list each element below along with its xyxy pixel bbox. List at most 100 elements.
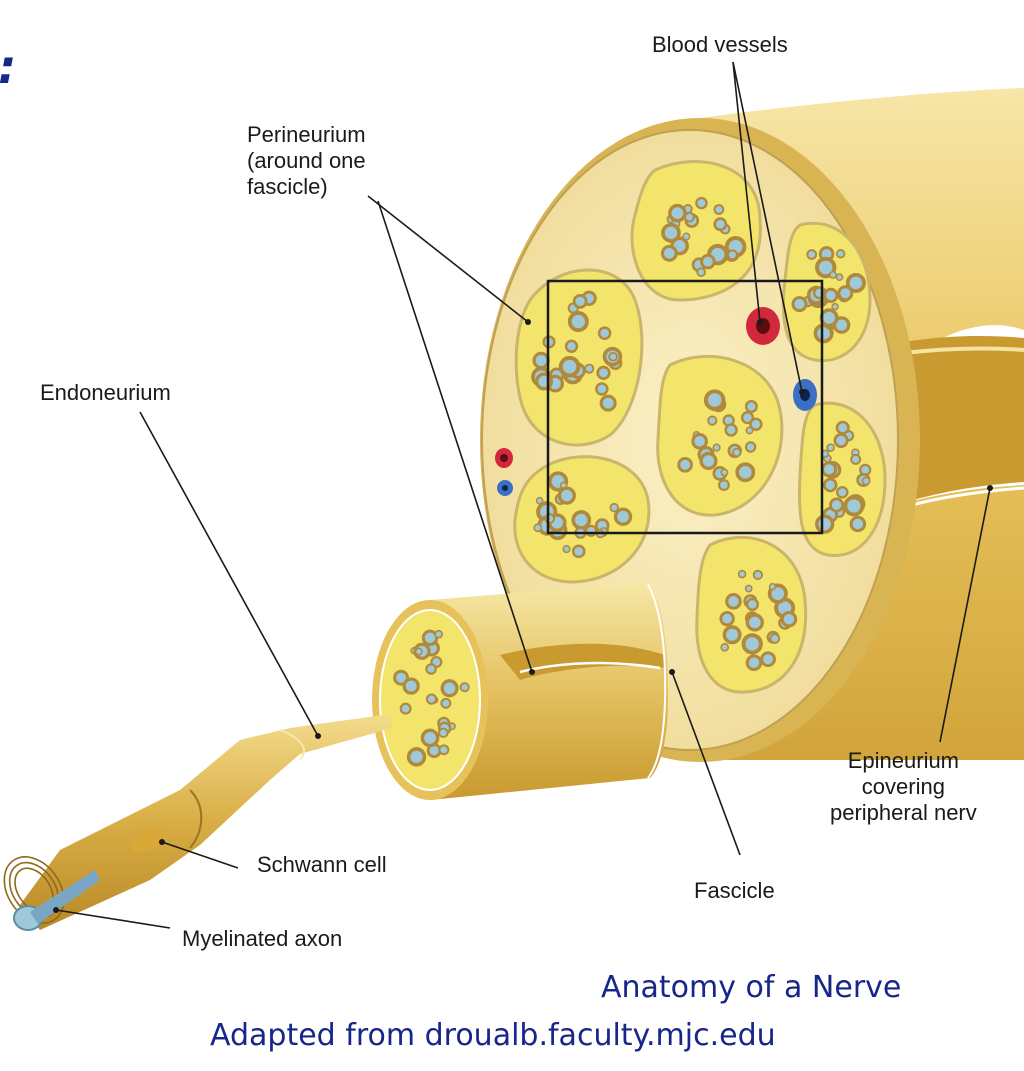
axon-dot xyxy=(566,341,577,352)
axon-dot xyxy=(746,442,755,451)
axon-dot xyxy=(744,635,761,652)
label-myelinated-axon: Myelinated axon xyxy=(182,926,342,952)
axon-dot xyxy=(823,463,836,476)
label-epineurium: Epineurium covering peripheral nerv xyxy=(830,748,977,826)
caption-title: Anatomy of a Nerve xyxy=(601,970,901,1005)
axon-dot xyxy=(561,358,579,376)
axon-dot xyxy=(825,289,837,301)
axon-dot xyxy=(461,683,469,691)
axon-dot xyxy=(697,268,705,276)
axon-dot xyxy=(747,599,758,610)
axon-dot xyxy=(696,198,706,208)
axon-dot xyxy=(609,353,617,361)
axon-dot xyxy=(747,615,762,630)
axon-dot xyxy=(422,730,437,745)
label-perineurium: Perineurium (around one fascicle) xyxy=(247,122,366,200)
axon-dot xyxy=(559,488,574,503)
axon-dot xyxy=(754,571,762,579)
axon-dot xyxy=(585,365,593,373)
axon-dot xyxy=(679,458,692,471)
axon-dot xyxy=(837,422,848,433)
axon-dot xyxy=(663,225,679,241)
axon-dot xyxy=(685,213,694,222)
axon-dot xyxy=(574,295,586,307)
axon-dot xyxy=(586,526,596,536)
axon-dot xyxy=(401,704,411,714)
axon-dot xyxy=(409,749,425,765)
axon-dot xyxy=(747,656,761,670)
caption-source: Adapted from droualb.faculty.mjc.edu xyxy=(210,1018,776,1053)
label-endoneurium: Endoneurium xyxy=(40,380,171,406)
axon-dot xyxy=(824,479,836,491)
axon-dot xyxy=(693,434,707,448)
axon-dot xyxy=(616,509,631,524)
axon-dot xyxy=(746,585,752,591)
axon-dot xyxy=(837,487,847,497)
axon-dot xyxy=(570,313,587,330)
axon-dot xyxy=(427,695,436,704)
axon-dot xyxy=(832,304,838,310)
axon-dot xyxy=(762,653,775,666)
axon-dot xyxy=(817,516,833,532)
axon-dot xyxy=(807,250,816,259)
axon-dot xyxy=(782,612,795,625)
axon-dot xyxy=(737,464,753,480)
axon-dot xyxy=(721,644,728,651)
axon-dot xyxy=(821,310,836,325)
axon-dot xyxy=(837,250,845,258)
axon-dot xyxy=(404,679,418,693)
axon-dot xyxy=(439,729,448,738)
label-blood-vessels: Blood vessels xyxy=(652,32,788,58)
axon-dot xyxy=(845,497,862,514)
axon-dot xyxy=(545,514,554,523)
axon-dot xyxy=(708,416,716,424)
axon-dot xyxy=(862,477,869,484)
axon-dot xyxy=(713,444,720,451)
axon-dot xyxy=(727,595,741,609)
axon-dot xyxy=(726,425,737,436)
label-schwann-cell: Schwann cell xyxy=(257,852,387,878)
axon-dot xyxy=(830,499,842,511)
axon-dot xyxy=(701,454,716,469)
axon-dot xyxy=(534,353,548,367)
axon-dot xyxy=(733,449,741,457)
axon-dot xyxy=(534,524,541,531)
axon-dot xyxy=(610,504,618,512)
axon-dot xyxy=(739,571,746,578)
axon-dot xyxy=(830,272,836,278)
axon-dot xyxy=(724,627,739,642)
axon-dot xyxy=(435,631,442,638)
axon-dot xyxy=(750,419,761,430)
label-fascicle: Fascicle xyxy=(694,878,775,904)
axon-dot xyxy=(836,274,842,280)
axon-dot xyxy=(426,664,435,673)
axon-dot xyxy=(793,298,806,311)
axon-dot xyxy=(670,206,685,221)
axon-dot xyxy=(563,546,570,553)
corner-mark: : xyxy=(0,40,16,94)
axon-dot xyxy=(601,396,615,410)
axon-dot xyxy=(441,699,450,708)
axon-dot xyxy=(573,512,589,528)
axon-dot xyxy=(683,233,690,240)
axon-dot xyxy=(416,648,422,654)
axon-dot xyxy=(599,328,610,339)
axon-dot xyxy=(746,401,757,412)
axon-dot xyxy=(706,391,724,409)
axon-dot xyxy=(769,584,775,590)
axon-dot xyxy=(714,205,723,214)
axon-dot xyxy=(573,546,584,557)
axon-dot xyxy=(770,634,779,643)
axon-dot xyxy=(851,455,860,464)
axon-dot xyxy=(442,681,457,696)
axon-dot xyxy=(839,287,852,300)
axon-dot xyxy=(728,250,737,259)
axon-dot xyxy=(721,469,727,475)
axon-dot xyxy=(721,612,734,625)
axon-dot xyxy=(439,745,448,754)
axon-dot xyxy=(662,246,676,260)
axon-dot xyxy=(598,367,610,379)
myelinated-axon-fiber xyxy=(0,714,392,934)
